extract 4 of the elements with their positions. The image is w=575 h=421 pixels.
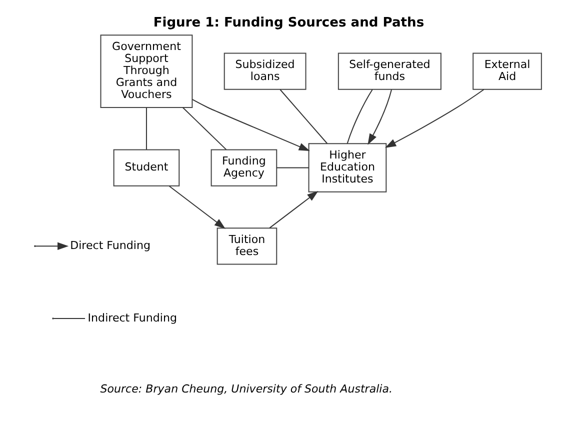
legend-label: Direct Funding (70, 238, 150, 252)
legend-label: Indirect Funding (87, 310, 177, 324)
diagram-title: Figure 1: Funding Sources and Paths (152, 14, 424, 30)
caption: Source: Bryan Cheung, University of South Australia. (100, 382, 392, 396)
